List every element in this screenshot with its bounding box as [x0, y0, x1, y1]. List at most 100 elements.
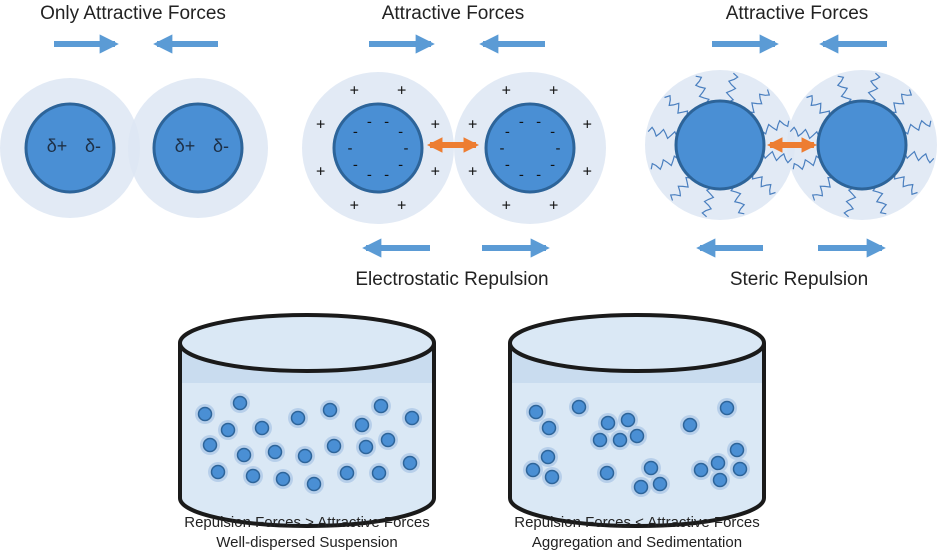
particle	[693, 462, 709, 478]
particle	[643, 460, 659, 476]
negative-charge-icon: -	[556, 140, 561, 157]
polymer-chain	[789, 126, 820, 140]
negative-charge-icon: -	[348, 140, 353, 157]
particle	[719, 400, 735, 416]
negative-charge-icon: -	[384, 113, 389, 130]
negative-charge-icon: -	[519, 113, 524, 130]
particle-charge-label: δ+	[46, 136, 68, 156]
particle	[633, 479, 649, 495]
particle	[682, 417, 698, 433]
negative-charge-icon: -	[353, 124, 358, 141]
container-rim	[508, 313, 766, 373]
polymer-chain	[872, 186, 888, 215]
container-rim	[178, 313, 436, 373]
positive-charge-icon: +	[397, 83, 406, 100]
polymer-chain	[725, 72, 739, 103]
negative-charge-icon: -	[500, 140, 505, 157]
particle	[254, 420, 270, 436]
particle	[332, 102, 424, 194]
electrostatic-panel: ++++++++----------++++++++----------	[302, 34, 606, 258]
particle	[24, 102, 116, 194]
particle	[275, 471, 291, 487]
negative-charge-icon: -	[550, 124, 555, 141]
polymer-chain	[762, 150, 793, 164]
positive-charge-icon: +	[502, 83, 511, 100]
polymer-chain	[669, 176, 691, 201]
aggregated-particles	[523, 397, 750, 497]
van-der-waals-panel	[0, 34, 268, 218]
particle	[380, 432, 396, 448]
aggregated-container	[508, 313, 766, 528]
van-der-waals-title: Only Attractive Forces	[40, 3, 226, 24]
particle	[232, 395, 248, 411]
particle	[354, 417, 370, 433]
polymer-chain	[650, 155, 679, 171]
particle	[652, 476, 668, 492]
negative-charge-icon: -	[398, 124, 403, 141]
positive-charge-icon: +	[583, 164, 592, 181]
particle	[544, 469, 560, 485]
surface-charges: ++++++++----------++++++++----------	[316, 83, 592, 215]
particle	[674, 99, 766, 191]
positive-charge-icon: +	[350, 83, 359, 100]
dispersed-caption: Repulsion Forces > Attractive Forces Wel…	[184, 513, 430, 553]
negative-charge-icon: -	[536, 113, 541, 130]
negative-charge-icon: -	[550, 156, 555, 173]
particle	[152, 102, 244, 194]
aggregated-caption-line1: Repulsion Forces < Attractive Forces	[514, 514, 760, 531]
polymer-chain	[891, 89, 913, 114]
polymer-chain	[749, 89, 771, 114]
negative-charge-icon: -	[384, 167, 389, 184]
polymer-chain	[761, 119, 790, 135]
particle-charge-label: δ+	[174, 136, 196, 156]
particle	[297, 448, 313, 464]
particle	[571, 399, 587, 415]
particle	[267, 444, 283, 460]
electrostatic-title: Attractive Forces	[381, 3, 525, 24]
polymer-chain	[694, 75, 710, 104]
polymer-chain	[792, 155, 821, 171]
polymer-chain	[811, 176, 833, 201]
particle	[540, 449, 556, 465]
polymer-chain	[751, 174, 776, 196]
particle	[197, 406, 213, 422]
particle	[245, 468, 261, 484]
particle	[373, 398, 389, 414]
negative-charge-icon: -	[367, 167, 372, 184]
particle	[210, 464, 226, 480]
electrostatic-repulsion-label: Electrostatic Repulsion	[355, 269, 549, 290]
particle	[236, 447, 252, 463]
negative-charge-icon: -	[505, 156, 510, 173]
steric-title: Attractive Forces	[725, 3, 869, 24]
particle	[484, 102, 576, 194]
polymer-chains	[647, 72, 935, 218]
polymer-chain	[904, 150, 935, 164]
polymer-chain	[903, 119, 932, 135]
polymer-chain	[843, 187, 857, 218]
negative-charge-icon: -	[505, 124, 510, 141]
polymer-chain	[701, 187, 715, 218]
dispersed-container	[178, 313, 436, 528]
steric-repulsion-label: Steric Repulsion	[729, 269, 869, 290]
container-body	[178, 343, 436, 528]
dispersed-caption-line2: Well-dispersed Suspension	[216, 534, 398, 551]
particle	[371, 465, 387, 481]
particle	[525, 462, 541, 478]
negative-charge-icon: -	[353, 156, 358, 173]
particle	[326, 438, 342, 454]
particle	[612, 432, 628, 448]
container-body	[508, 343, 766, 528]
negative-charge-icon: -	[398, 156, 403, 173]
particle	[732, 461, 748, 477]
particle	[290, 410, 306, 426]
aggregated-caption: Repulsion Forces < Attractive Forces Agg…	[514, 513, 760, 553]
steric-panel	[645, 34, 937, 258]
positive-charge-icon: +	[316, 164, 325, 181]
dispersed-particles	[195, 393, 422, 494]
particle	[404, 410, 420, 426]
positive-charge-icon: +	[549, 197, 558, 214]
polymer-chain	[893, 174, 918, 196]
polymer-chain	[836, 75, 852, 104]
particle	[600, 415, 616, 431]
